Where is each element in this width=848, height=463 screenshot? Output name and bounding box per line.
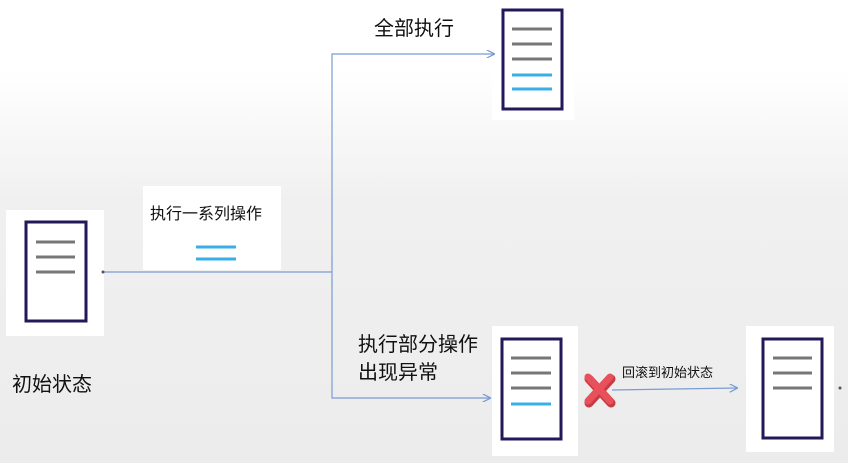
all-executed-label: 全部执行 — [374, 16, 454, 40]
document-icon — [24, 220, 88, 323]
rollback-arrow — [611, 388, 737, 390]
partial-execution-label: 执行部分操作 出现异常 — [358, 330, 478, 386]
execute-series-label: 执行一系列操作 — [150, 204, 263, 223]
operations-card — [143, 186, 281, 270]
red-x-icon — [584, 373, 616, 408]
branch-success-arrow — [331, 54, 494, 272]
branch-failure-arrow — [331, 272, 490, 398]
document-icon — [500, 337, 563, 441]
trailing-dot — [838, 386, 842, 390]
document-icon — [501, 8, 564, 111]
document-icon — [761, 337, 824, 440]
connector-dot — [101, 270, 105, 274]
initial-state-label: 初始状态 — [12, 372, 92, 396]
double-line-icon — [196, 245, 236, 261]
partial-execution-line1: 执行部分操作 — [358, 332, 478, 356]
partial-execution-line2: 出现异常 — [358, 360, 438, 384]
rollback-label: 回滚到初始状态 — [622, 366, 714, 381]
